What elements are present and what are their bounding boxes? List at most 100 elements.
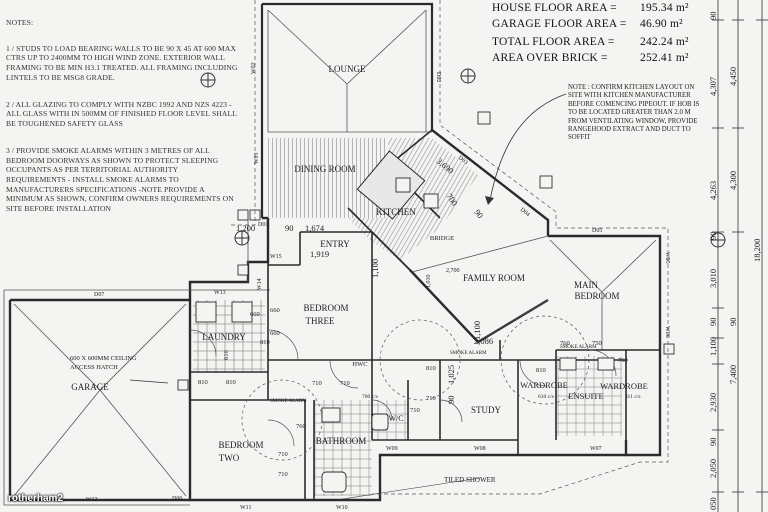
dim-660b: 660 (270, 330, 280, 337)
dim-660a: 660 (270, 307, 280, 314)
room-label-family: FAMILY ROOM (463, 273, 525, 283)
window-w02: W02 (251, 62, 257, 74)
dim-90b: 90 (472, 207, 485, 220)
window-w10: W10 (336, 505, 348, 511)
room-label-bedroom-three-1: BEDROOM (303, 303, 348, 313)
area-value: 252.41 m² (640, 52, 689, 64)
vdim-050: 050 (708, 497, 718, 510)
dim-760c: 760 (296, 423, 306, 430)
vdim-90d: 90 (728, 318, 738, 327)
shower-leader (335, 477, 481, 501)
dim-1674: 1,674 (305, 223, 325, 233)
room-label-lounge: LOUNGE (329, 64, 366, 74)
kitchen-island (356, 150, 426, 220)
area-row-brick: AREA OVER BRICK = 252.41 m² (492, 52, 689, 64)
notes-heading: NOTES: (6, 17, 34, 27)
dim-710a: 710 (312, 380, 322, 387)
ceiling-hatch-label-1: 600 X 600MM CEILING (70, 355, 137, 362)
dim-660c: 660 (250, 311, 260, 318)
window-w12: W12 (86, 497, 98, 503)
area-label: TOTAL FLOOR AREA = (492, 36, 615, 48)
door-d04: D04 (519, 207, 531, 218)
construction-notes: NOTES: 1 / STUDS TO LOAD BEARING WALLS T… (6, 8, 238, 231)
dim-1010: 1,010 (426, 275, 432, 289)
dim-610: 610 (223, 350, 230, 360)
window-w14: W14 (257, 278, 263, 290)
window-w15: W15 (270, 254, 282, 260)
area-row-garage: GARAGE FLOOR AREA = 46.90 m² (492, 18, 683, 30)
dim-810b: 810 (226, 379, 236, 386)
vdim-90c: 90 (708, 318, 718, 327)
dim-1100b: 1,100 (472, 321, 482, 340)
kitchen-note-leader (489, 93, 567, 201)
window-w13: W13 (214, 290, 226, 296)
area-row-total: TOTAL FLOOR AREA = 242.24 m² (492, 36, 689, 48)
eaves-lines (230, 0, 669, 495)
room-label-bridge: BRIDGE (430, 235, 454, 242)
vdim-90e: 90 (708, 438, 718, 447)
dim-710e: 710 (410, 407, 420, 414)
vdim-4263: 4,263 (708, 181, 718, 200)
kitchen-note: NOTE : CONFIRM KITCHEN LAYOUT ON SITE WI… (568, 84, 700, 142)
room-label-dining: DINING ROOM (294, 164, 355, 174)
room-label-wardrobe-left: WARDROBE (520, 380, 568, 390)
dim-760a: 760 (618, 357, 628, 364)
dim-710b: 710 (340, 380, 350, 387)
interior-walls (190, 129, 660, 500)
vdim-4450: 4,450 (728, 67, 738, 86)
vdim-18200: 18,200 (752, 239, 762, 262)
smoke-alarm-label-3: SMOKE ALARM (560, 345, 597, 350)
dim-1200: 1,200 (236, 223, 255, 233)
smoke-alarm-label-2: SMOKE ALARM (450, 351, 487, 356)
vdim-4300: 4,300 (728, 171, 738, 190)
room-label-bedroom-three-2: THREE (306, 316, 335, 326)
window-w01: W01 (254, 152, 260, 164)
fixtures (195, 177, 615, 493)
dim-810d: 810 (536, 367, 546, 374)
note-item: 3 / PROVIDE SMOKE ALARMS WITHIN 3 METRES… (6, 146, 234, 213)
vdim-7400: 7,400 (728, 365, 738, 384)
room-label-bedroom-two-1: BEDROOM (218, 440, 263, 450)
dim-1100a: 1,100 (370, 259, 380, 278)
dim-610cs2: 6/1 c/s (626, 394, 641, 400)
door-d02: D02 (435, 72, 441, 82)
dim-810a: 810 (198, 379, 208, 386)
ceiling-hatch-label-2: ACCESS HATCH (70, 364, 118, 371)
room-label-wc: W/C (388, 414, 403, 423)
room-label-ensuite: ENSUITE (568, 391, 603, 401)
door-d03: D03 (457, 155, 469, 166)
dim-760b: 760 (560, 340, 570, 347)
dim-750: 750 (592, 340, 602, 347)
vdim-2930: 2,930 (708, 393, 718, 412)
note-item: 1 / STUDS TO LOAD BEARING WALLS TO BE 90… (6, 43, 238, 82)
dim-2086: 2,086 (474, 336, 493, 346)
vdim-4307: 4,307 (708, 77, 718, 96)
right-dimension-strip (712, 0, 768, 512)
area-value: 242.24 m² (640, 36, 689, 48)
room-label-garage: GARAGE (71, 382, 109, 392)
note-item: 2 / ALL GLAZING TO COMPLY WITH NZBC 1992… (6, 99, 237, 128)
room-label-bedroom-two-2: TWO (219, 453, 240, 463)
room-label-laundry: LAUNDRY (202, 332, 246, 342)
room-label-wardrobe-right: WARDROBE (600, 381, 648, 391)
dim-90c: 90 (446, 396, 456, 405)
area-label: HOUSE FLOOR AREA = (492, 2, 617, 14)
tiled-shower-label: TILED SHOWER (444, 476, 496, 484)
window-w11: W11 (240, 505, 251, 511)
door-d07: D07 (94, 292, 104, 298)
vdim-90a: 90 (708, 12, 718, 21)
room-label-bathroom: BATHROOM (316, 436, 367, 446)
dim-810e: 810 (260, 339, 270, 346)
dim-710d: 710 (278, 471, 288, 478)
door-d01: D01 (258, 222, 268, 228)
room-label-kitchen: KITCHEN (376, 207, 416, 217)
watermark: rotherham2 (8, 493, 64, 504)
area-value: 195.34 m² (640, 2, 689, 14)
smoke-alarm-label-1: SMOKE ALARM (270, 399, 307, 404)
dim-710c: 710 (278, 451, 288, 458)
door-d06: D06 (172, 496, 182, 502)
area-row-house: HOUSE FLOOR AREA = 195.34 m² (492, 2, 689, 14)
room-label-main-bedroom-2: BEDROOM (574, 291, 619, 301)
window-w05: W05 (664, 252, 670, 264)
vdim-2050: 2,050 (708, 459, 718, 478)
